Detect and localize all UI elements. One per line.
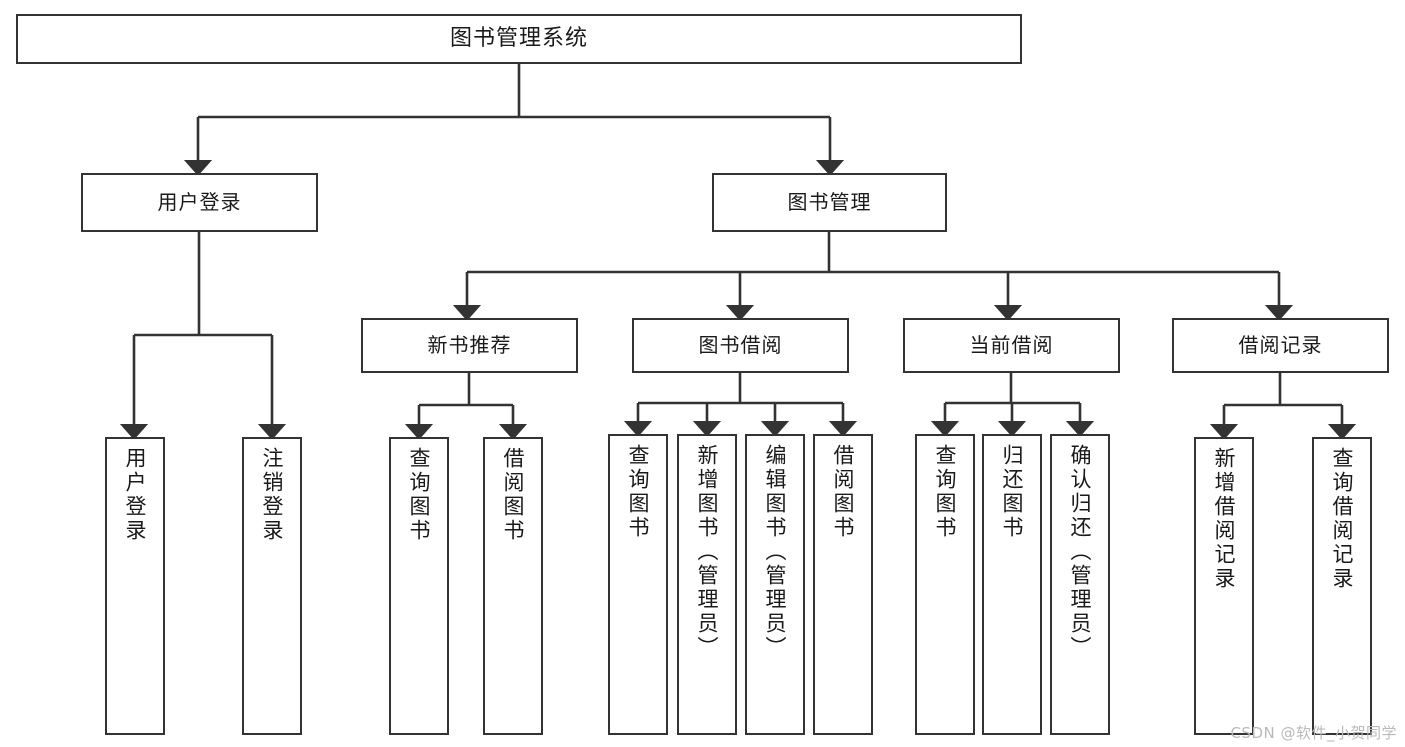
node-label: 借阅记录	[1238, 332, 1323, 357]
node-book-management[interactable]: 图书管理	[712, 173, 947, 232]
node-label: 借阅图书	[501, 447, 526, 543]
node-new-book-recommend[interactable]: 新书推荐	[361, 318, 578, 373]
node-label: 用户登录	[157, 189, 242, 214]
node-label: 查询图书	[626, 444, 651, 540]
node-label: 新增图书（管理员）	[695, 444, 720, 660]
leaf-book-borrow-add-book-admin[interactable]: 新增图书（管理员）	[677, 434, 737, 735]
node-label: 查询图书	[407, 447, 432, 543]
node-label: 图书借阅	[698, 332, 783, 357]
node-label: 编辑图书（管理员）	[763, 444, 788, 660]
leaf-book-borrow-query-book[interactable]: 查询图书	[608, 434, 668, 735]
node-label: 用户登录	[123, 447, 148, 543]
leaf-book-borrow-edit-book-admin[interactable]: 编辑图书（管理员）	[745, 434, 805, 735]
node-user-login[interactable]: 用户登录	[81, 173, 318, 232]
node-borrow-record[interactable]: 借阅记录	[1172, 318, 1389, 373]
node-label: 当前借阅	[969, 332, 1054, 357]
node-label: 新书推荐	[427, 332, 512, 357]
node-label: 新增借阅记录	[1212, 447, 1237, 591]
node-label: 图书管理系统	[449, 26, 588, 52]
node-label: 确认归还（管理员）	[1068, 444, 1093, 660]
node-book-borrow[interactable]: 图书借阅	[632, 318, 849, 373]
leaf-user-login-login[interactable]: 用户登录	[105, 437, 165, 735]
node-label: 图书管理	[787, 189, 872, 214]
leaf-current-borrow-return-book[interactable]: 归还图书	[982, 434, 1042, 735]
node-label: 注销登录	[260, 447, 285, 543]
leaf-user-login-logout[interactable]: 注销登录	[242, 437, 302, 735]
leaf-current-borrow-confirm-return-admin[interactable]: 确认归还（管理员）	[1050, 434, 1110, 735]
node-root-book-management-system[interactable]: 图书管理系统	[16, 14, 1022, 64]
node-label: 查询借阅记录	[1330, 447, 1355, 591]
leaf-borrow-record-query-record[interactable]: 查询借阅记录	[1312, 437, 1372, 735]
node-current-borrow[interactable]: 当前借阅	[903, 318, 1120, 373]
leaf-new-book-borrow-book[interactable]: 借阅图书	[483, 437, 543, 735]
leaf-new-book-query-book[interactable]: 查询图书	[389, 437, 449, 735]
node-label: 借阅图书	[831, 444, 856, 540]
leaf-borrow-record-add-record[interactable]: 新增借阅记录	[1194, 437, 1254, 735]
node-label: 归还图书	[1000, 444, 1025, 540]
leaf-book-borrow-borrow-book[interactable]: 借阅图书	[813, 434, 873, 735]
csdn-watermark: CSDN @软件_小贺同学	[1230, 724, 1397, 742]
node-label: 查询图书	[933, 444, 958, 540]
leaf-current-borrow-query-book[interactable]: 查询图书	[915, 434, 975, 735]
